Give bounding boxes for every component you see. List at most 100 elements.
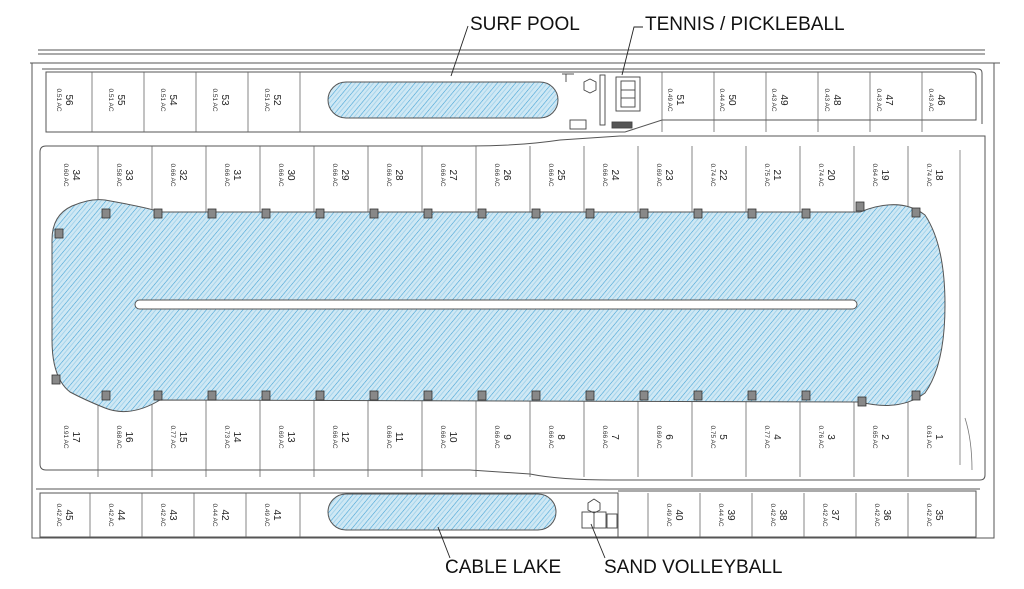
lot-acreage: 0.42 AC xyxy=(159,503,166,526)
dock-marker xyxy=(801,390,811,401)
lot-number: 51 xyxy=(674,94,685,106)
lot-acreage: 0.69 AC xyxy=(655,425,662,448)
lot-52: 520.51 AC xyxy=(263,88,282,111)
lot-29: 290.66 AC xyxy=(331,163,350,186)
lot-acreage: 0.75 AC xyxy=(709,425,716,448)
lot-acreage: 0.42 AC xyxy=(925,503,932,526)
lot-number: 3 xyxy=(825,434,836,440)
lot-acreage: 0.42 AC xyxy=(821,503,828,526)
lot-acreage: 0.66 AC xyxy=(493,163,500,186)
lot-30: 300.66 AC xyxy=(277,163,296,186)
lot-acreage: 0.58 AC xyxy=(115,163,122,186)
lot-acreage: 0.51 AC xyxy=(107,88,114,111)
lot-number: 55 xyxy=(115,94,126,106)
lot-36: 360.42 AC xyxy=(873,503,892,526)
lot-2: 20.65 AC xyxy=(871,425,890,448)
lot-number: 29 xyxy=(339,169,350,181)
lot-47: 470.43 AC xyxy=(875,88,894,111)
lot-acreage: 0.66 AC xyxy=(169,163,176,186)
dock-marker xyxy=(207,390,217,401)
lot-acreage: 0.51 AC xyxy=(211,88,218,111)
lot-21: 210.75 AC xyxy=(763,163,782,186)
dock-marker xyxy=(747,208,757,219)
lot-number: 11 xyxy=(393,432,404,443)
lot-50: 500.44 AC xyxy=(718,88,737,111)
cable-lake-label: CABLE LAKE xyxy=(445,557,561,578)
lot-acreage: 0.68 AC xyxy=(115,425,122,448)
lot-acreage: 0.66 AC xyxy=(439,425,446,448)
dock-marker xyxy=(857,396,867,407)
lot-number: 27 xyxy=(447,169,458,181)
lot-acreage: 0.66 AC xyxy=(331,163,338,186)
lot-acreage: 0.51 AC xyxy=(55,88,62,111)
top-road xyxy=(30,49,1000,64)
lot-35: 350.42 AC xyxy=(925,503,944,526)
dock-marker xyxy=(153,390,163,401)
lot-49: 490.43 AC xyxy=(770,88,789,111)
lot-16: 160.68 AC xyxy=(115,425,134,448)
lot-3: 30.76 AC xyxy=(817,425,836,448)
dock-marker xyxy=(54,228,64,239)
lot-number: 41 xyxy=(271,509,282,521)
lot-number: 54 xyxy=(167,94,178,106)
lot-acreage: 0.66 AC xyxy=(601,163,608,186)
lot-number: 30 xyxy=(285,169,296,181)
lot-number: 42 xyxy=(219,509,230,521)
dock-marker xyxy=(477,208,487,219)
lot-number: 19 xyxy=(879,169,890,181)
dock-marker xyxy=(531,208,541,219)
lot-acreage: 0.66 AC xyxy=(385,163,392,186)
lot-acreage: 0.66 AC xyxy=(277,163,284,186)
bottom-lot-block xyxy=(36,488,980,538)
lot-acreage: 0.43 AC xyxy=(823,88,830,111)
lot-number: 52 xyxy=(271,94,282,106)
lot-number: 56 xyxy=(63,94,74,106)
dock-marker xyxy=(101,390,111,401)
cable-lake xyxy=(327,493,557,531)
lot-acreage: 0.66 AC xyxy=(385,425,392,448)
lot-24: 240.66 AC xyxy=(601,163,620,186)
lot-23: 230.69 AC xyxy=(655,163,674,186)
lot-dividers xyxy=(89,72,923,537)
dock-marker xyxy=(101,208,111,219)
lot-number: 28 xyxy=(393,169,404,181)
dock-marker xyxy=(315,390,325,401)
middle-inner-road xyxy=(959,150,973,471)
dock-marker xyxy=(315,208,325,219)
dock-marker xyxy=(911,207,921,218)
site-boundary xyxy=(31,62,995,539)
lot-number: 39 xyxy=(725,509,736,521)
lot-number: 31 xyxy=(231,169,242,181)
lot-1: 10.61 AC xyxy=(925,425,944,448)
lot-acreage: 0.74 AC xyxy=(817,163,824,186)
dock-marker xyxy=(747,390,757,401)
surf-pool xyxy=(327,81,559,119)
lot-number: 5 xyxy=(717,434,728,440)
lot-22: 220.74 AC xyxy=(709,163,728,186)
lot-number: 43 xyxy=(167,509,178,521)
lot-acreage: 0.49 AC xyxy=(263,503,270,526)
middle-block xyxy=(39,135,986,481)
lot-acreage: 0.42 AC xyxy=(769,503,776,526)
lot-number: 10 xyxy=(447,431,458,443)
lot-38: 380.42 AC xyxy=(769,503,788,526)
sand-volleyball-court xyxy=(581,498,618,529)
lot-28: 280.66 AC xyxy=(385,163,404,186)
lot-number: 48 xyxy=(831,94,842,106)
lot-4: 40.77 AC xyxy=(763,425,782,448)
lot-11: 110.66 AC xyxy=(385,425,404,448)
dock-marker xyxy=(693,390,703,401)
lot-acreage: 0.51 AC xyxy=(159,88,166,111)
lot-44: 440.42 AC xyxy=(107,503,126,526)
lot-number: 36 xyxy=(881,509,892,521)
lot-43: 430.42 AC xyxy=(159,503,178,526)
lot-number: 4 xyxy=(771,434,782,440)
lot-32: 320.66 AC xyxy=(169,163,188,186)
lot-acreage: 0.66 AC xyxy=(547,425,554,448)
lot-34: 340.60 AC xyxy=(62,163,81,186)
lot-33: 330.58 AC xyxy=(115,163,134,186)
lot-acreage: 0.49 AC xyxy=(665,503,672,526)
lot-17: 170.91 AC xyxy=(62,425,81,448)
lot-acreage: 0.42 AC xyxy=(107,503,114,526)
